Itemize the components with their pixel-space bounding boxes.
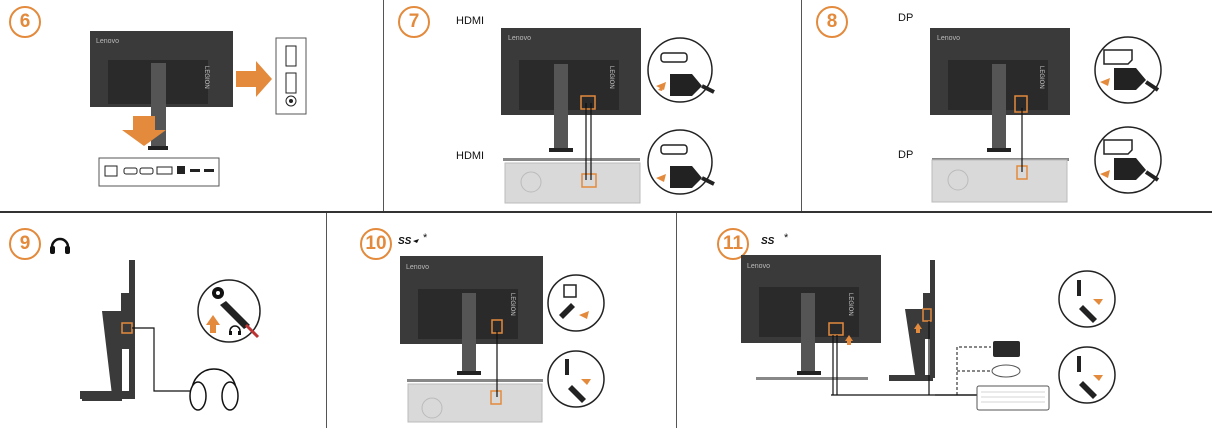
monitor-brand: Lenovo <box>747 263 770 270</box>
col-divider-1 <box>383 0 384 211</box>
usb-a-connector-icon <box>547 350 605 408</box>
dp-label-bottom: DP <box>898 149 914 161</box>
step-number: 8 <box>816 6 848 38</box>
monitor-brand: Lenovo <box>406 264 429 271</box>
usb-b-connector-icon <box>547 274 605 332</box>
step-6-panel: 6 Lenovo LEGION <box>0 0 383 211</box>
monitor-and-pc: Lenovo LEGION <box>400 239 605 423</box>
usb-a-connector-icon <box>1058 346 1116 404</box>
step-10-panel: 10 SS * Lenovo LEGION <box>327 213 676 428</box>
col-divider-2 <box>801 0 802 211</box>
phone-icon <box>993 341 1020 357</box>
pc-tower <box>931 159 1068 203</box>
step-number: 9 <box>9 228 41 260</box>
step-8-panel: 8 DP DP Lenovo LEGION <box>802 0 1212 211</box>
headphones-icon <box>189 368 239 411</box>
arrow-right-icon <box>236 61 272 97</box>
monitor-rear: Lenovo LEGION <box>90 31 307 187</box>
monitor-side-logo: LEGION <box>1038 66 1044 89</box>
step-number: 11 <box>717 228 749 260</box>
step-number: 6 <box>9 6 41 38</box>
monitor-side-logo: LEGION <box>509 293 515 316</box>
monitor-side-logo: LEGION <box>847 293 853 316</box>
hdmi-connector-icon <box>647 129 715 195</box>
step-number: 10 <box>360 228 392 260</box>
monitor-side-logo: LEGION <box>608 66 614 89</box>
usb-ss-icon: SS <box>398 236 412 247</box>
step-11-panel: 11 SS * Lenovo LEGION <box>677 213 1212 428</box>
headphone-icon <box>50 237 70 254</box>
hdmi-label-top: HDMI <box>456 15 485 27</box>
step-number: 7 <box>398 6 430 38</box>
footnote-asterisk: * <box>784 232 789 244</box>
arrow-down-icon <box>122 116 166 146</box>
monitor-peripherals: Lenovo LEGION <box>741 255 1116 411</box>
dp-connector-icon <box>1094 126 1162 194</box>
monitor-brand: Lenovo <box>96 38 119 45</box>
hdmi-connector-icon <box>647 37 715 103</box>
dp-connector-icon <box>1094 36 1162 104</box>
monitor-brand: Lenovo <box>508 35 531 42</box>
mouse-icon <box>991 364 1021 378</box>
monitor-and-pc: Lenovo LEGION <box>930 28 1162 203</box>
pc-tower <box>407 383 543 423</box>
dp-label-top: DP <box>898 12 914 24</box>
monitor-and-pc: Lenovo LEGION <box>501 28 715 204</box>
col-divider-4 <box>676 213 677 428</box>
monitor-brand: Lenovo <box>937 35 960 42</box>
footnote-asterisk: * <box>423 232 428 244</box>
col-divider-3 <box>326 213 327 428</box>
audio-jack-icon <box>197 279 261 343</box>
keyboard-icon <box>976 385 1050 411</box>
step-9-panel: 9 <box>0 213 326 428</box>
monitor-side-headphones <box>50 237 261 411</box>
usb-a-connector-icon <box>1058 270 1116 328</box>
pc-tower <box>504 162 641 204</box>
monitor-side-logo: LEGION <box>203 66 209 89</box>
row-divider <box>0 211 1212 213</box>
usb-ss-icon: SS <box>761 236 775 247</box>
step-7-panel: 7 HDMI HDMI Lenovo LEGION <box>384 0 801 211</box>
hdmi-label-bottom: HDMI <box>456 150 485 162</box>
